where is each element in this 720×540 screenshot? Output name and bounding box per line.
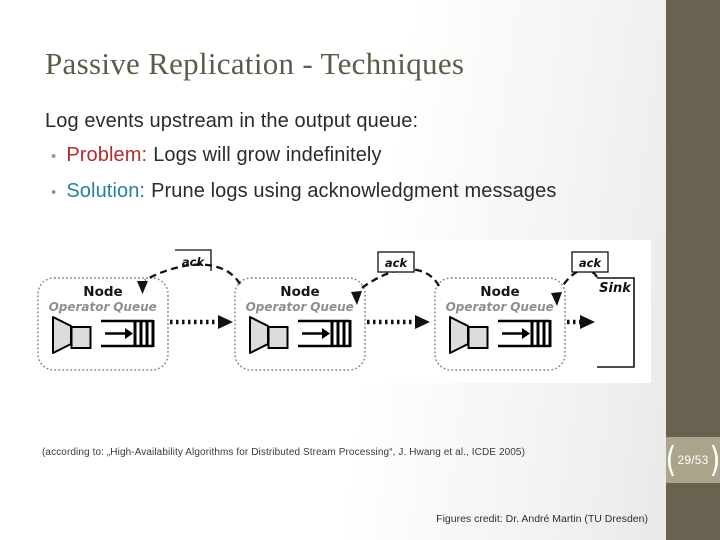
operator-label: Operator bbox=[246, 300, 308, 314]
sink-label: Sink bbox=[599, 281, 632, 296]
diagram-panel: Node Operator Queue Node Operator Queue … bbox=[33, 240, 651, 383]
node-title: Node bbox=[280, 284, 319, 300]
node-box-2: Node Operator Queue bbox=[234, 277, 366, 371]
bullet-icon: • bbox=[51, 148, 57, 165]
ack-label-3: ack bbox=[571, 251, 609, 273]
node-title: Node bbox=[83, 284, 122, 300]
left-bracket-glyph: ( bbox=[665, 438, 677, 480]
queue-label: Queue bbox=[113, 300, 157, 314]
bullet-problem-lead: Problem: bbox=[66, 144, 148, 166]
bullet-solution-text: Prune logs using acknowledgment messages bbox=[151, 180, 557, 202]
bullet-icon: • bbox=[51, 184, 57, 201]
intro-line: Log events upstream in the output queue: bbox=[45, 110, 419, 132]
page-number-badge: ( 29/53 ) bbox=[666, 437, 720, 483]
node-box-3: Node Operator Queue bbox=[434, 277, 566, 371]
operator-label: Operator bbox=[446, 300, 508, 314]
ack-arrow-1 bbox=[137, 263, 241, 294]
figures-credit: Figures credit: Dr. André Martin (TU Dre… bbox=[436, 513, 648, 525]
operator-label: Operator bbox=[49, 300, 111, 314]
slide-title: Passive Replication - Techniques bbox=[45, 46, 465, 81]
queue-label: Queue bbox=[510, 300, 554, 314]
bullet-problem: • Problem: Logs will grow indefinitely bbox=[45, 138, 645, 174]
bullet-solution: • Solution: Prune logs using acknowledgm… bbox=[45, 174, 645, 210]
page-number: 29/53 bbox=[677, 453, 709, 467]
svg-text:ack: ack bbox=[579, 256, 603, 270]
event-flow-arrow-3 bbox=[567, 315, 595, 329]
ack-label-1: ack bbox=[175, 249, 212, 271]
body-text-block: Log events upstream in the output queue:… bbox=[45, 104, 645, 210]
ack-label-2: ack bbox=[377, 251, 415, 273]
event-flow-arrow-1 bbox=[170, 315, 233, 329]
citation-footnote: (according to: „High-Availability Algori… bbox=[42, 447, 526, 458]
bullet-problem-text: Logs will grow indefinitely bbox=[153, 144, 382, 166]
svg-text:ack: ack bbox=[182, 255, 206, 269]
event-flow-arrow-2 bbox=[367, 315, 430, 329]
queue-label: Queue bbox=[310, 300, 354, 314]
svg-text:ack: ack bbox=[385, 256, 409, 270]
replication-diagram: Node Operator Queue Node Operator Queue … bbox=[37, 249, 635, 371]
node-box-1: Node Operator Queue bbox=[37, 277, 169, 371]
bullet-solution-lead: Solution: bbox=[66, 180, 146, 202]
right-bracket-glyph: ) bbox=[709, 438, 720, 480]
node-title: Node bbox=[480, 284, 519, 300]
sink-bracket: Sink bbox=[597, 277, 635, 368]
